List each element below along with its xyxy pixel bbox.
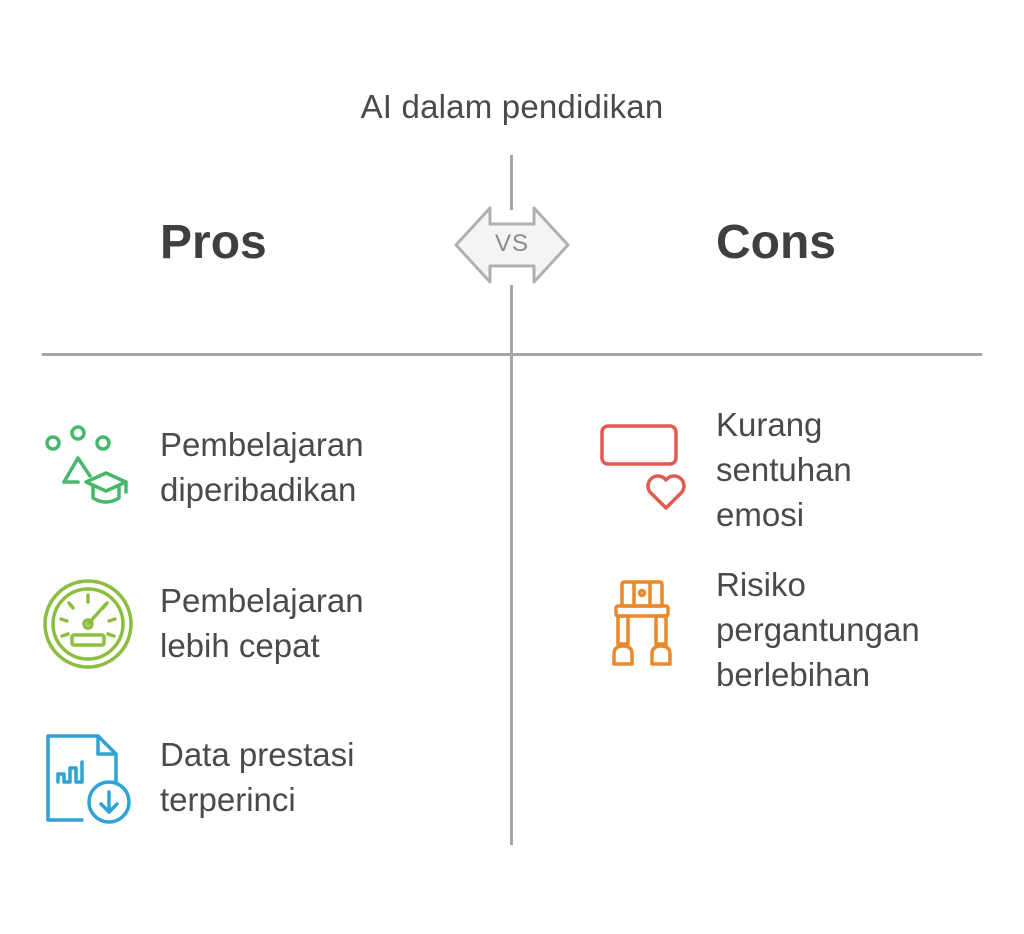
cons-item-line: berlebihan	[716, 656, 871, 693]
vs-label: VS	[494, 230, 529, 257]
pros-heading: Pros	[160, 216, 267, 269]
robot-icon	[612, 580, 672, 666]
pros-item-line: diperibadikan	[160, 471, 357, 508]
vertical-divider-top	[510, 155, 513, 210]
pros-item-line: Pembelajaran	[160, 426, 364, 463]
pros-item-text: Pembelajaran diperibadikan	[160, 422, 364, 512]
horizontal-divider	[42, 353, 982, 356]
vertical-divider-bottom	[510, 285, 513, 845]
cons-item-line: pergantungan	[716, 611, 920, 648]
cons-item-line: sentuhan	[716, 451, 852, 488]
pros-item-line: Data prestasi	[160, 736, 355, 773]
pros-item-line: lebih cepat	[160, 627, 320, 664]
cons-item-line: Kurang	[716, 406, 823, 443]
cons-item-text: Risiko pergantungan berlebihan	[716, 562, 920, 697]
pros-item-line: Pembelajaran	[160, 582, 364, 619]
pros-item-text: Pembelajaran lebih cepat	[160, 578, 364, 668]
diagram-title: AI dalam pendidikan	[360, 88, 664, 125]
message-heart-icon	[600, 424, 686, 510]
cons-item-line: emosi	[716, 496, 805, 533]
cons-heading: Cons	[716, 216, 836, 269]
pros-item-line: terperinci	[160, 781, 296, 818]
double-arrow-icon	[454, 206, 570, 284]
speedometer-icon	[43, 579, 133, 669]
data-report-download-icon	[46, 734, 131, 824]
personalized-learning-icon	[45, 425, 128, 504]
cons-item-line: Risiko	[716, 566, 806, 603]
vs-badge: VS	[452, 196, 572, 294]
cons-item-text: Kurang sentuhan emosi	[716, 402, 852, 537]
pros-item-text: Data prestasi terperinci	[160, 732, 354, 822]
